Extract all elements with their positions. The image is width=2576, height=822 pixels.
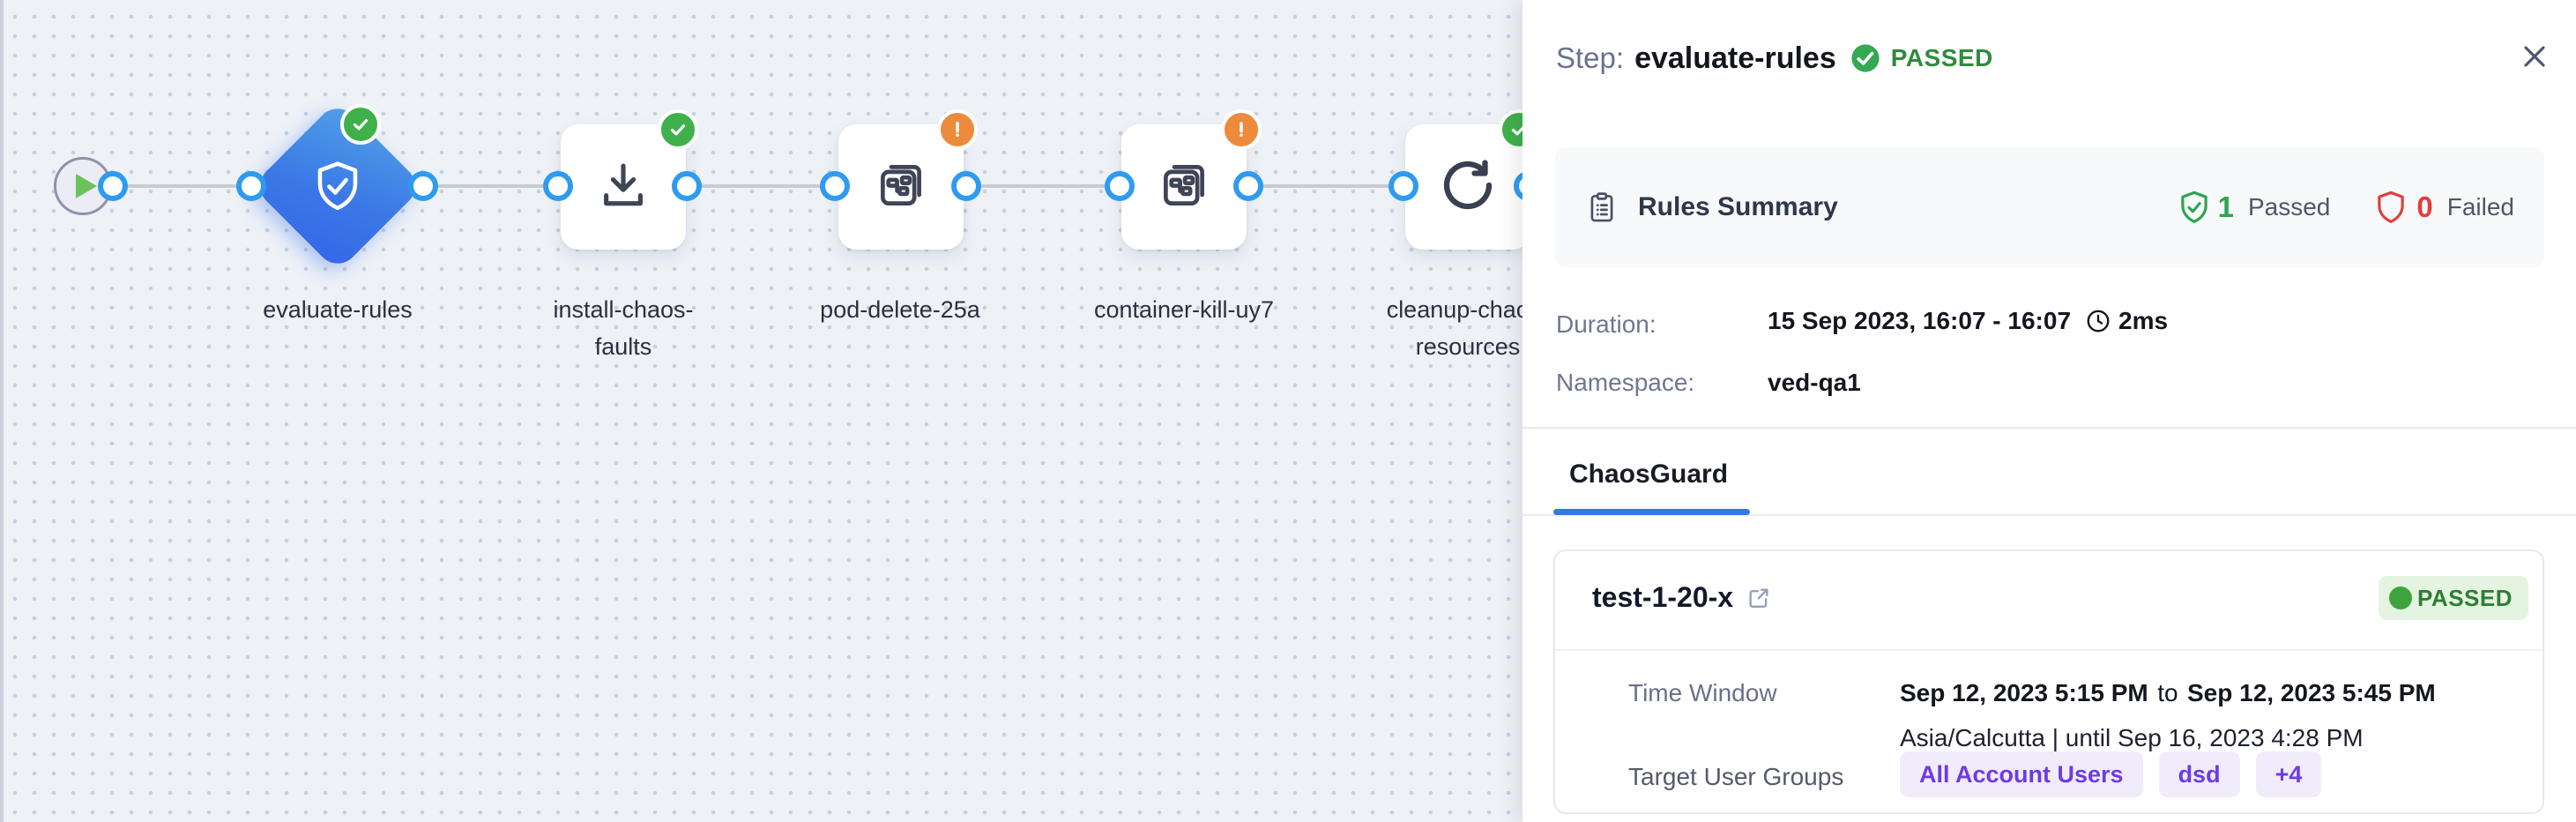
node-label: install-chaos-faults <box>553 296 694 360</box>
chaos-fault-icon <box>1155 156 1213 219</box>
tab-active-underline <box>1553 509 1750 515</box>
passed-count: 1 <box>2217 191 2234 223</box>
pipeline-canvas[interactable]: evaluate-rules install-chaos-faults <box>0 0 1549 822</box>
edge-evaluate-install <box>431 184 551 188</box>
edge-containerkill-cleanup <box>1256 184 1396 188</box>
time-window-label: Time Window <box>1628 679 1777 706</box>
clipboard-icon <box>1585 191 1619 224</box>
node-container-kill-uy7[interactable] <box>1121 124 1247 250</box>
node-evaluate-rules[interactable] <box>251 100 424 273</box>
duration-label: Duration: <box>1556 310 1657 338</box>
node-label: evaluate-rules <box>263 296 413 323</box>
namespace-value: ved-qa1 <box>1768 369 1861 396</box>
step-status-text: PASSED <box>1890 44 1993 71</box>
status-badge-warning-icon <box>937 109 978 150</box>
time-to: Sep 12, 2023 5:45 PM <box>2187 679 2436 706</box>
chaos-fault-icon <box>872 156 930 219</box>
time-from: Sep 12, 2023 5:15 PM <box>1900 679 2148 706</box>
guard-status-badge: PASSED <box>2379 576 2528 620</box>
duration-value-row: 15 Sep 2023, 16:07 - 16:07 2ms <box>1768 307 2168 335</box>
failed-label: Failed <box>2446 193 2514 220</box>
user-group-chip[interactable]: dsd <box>2158 751 2240 797</box>
rules-summary-section: Rules Summary 1 Passed 0 Fa <box>1555 147 2544 267</box>
port-install-in <box>543 171 573 201</box>
port-install-out <box>672 171 702 201</box>
rules-failed-group: 0 Failed <box>2372 189 2514 226</box>
port-evaluate-out <box>408 171 438 201</box>
play-icon <box>75 174 97 198</box>
green-dot-icon <box>2389 587 2412 609</box>
guard-status-text: PASSED <box>2417 584 2513 611</box>
edge-install-poddelete <box>695 184 827 188</box>
download-icon <box>596 158 651 217</box>
node-label: pod-delete-25a <box>820 296 980 323</box>
user-group-chip[interactable]: All Account Users <box>1900 751 2143 797</box>
target-user-groups-label: Target User Groups <box>1628 763 1844 790</box>
time-window-value: Sep 12, 2023 5:15 PM to Sep 12, 2023 5:4… <box>1900 679 2436 707</box>
refresh-icon <box>1436 153 1500 221</box>
failed-count: 0 <box>2416 191 2433 223</box>
duration-value: 15 Sep 2023, 16:07 - 16:07 <box>1768 307 2072 334</box>
external-link-icon[interactable] <box>1746 585 1772 611</box>
status-badge-warning-icon <box>1221 109 1262 150</box>
edge-poddelete-containerkill <box>974 184 1112 188</box>
tab-chaosguard[interactable]: ChaosGuard <box>1569 460 1729 489</box>
edge-start-evaluate <box>122 184 243 188</box>
divider <box>1523 427 2576 429</box>
rules-passed-group: 1 Passed <box>2176 189 2331 226</box>
status-badge-passed-icon <box>340 104 381 145</box>
port-poddelete-in <box>820 171 850 201</box>
chaosguard-card: test-1-20-x PASSED Time Window Sep 12, 2… <box>1553 549 2544 814</box>
port-containerkill-out <box>1233 171 1263 201</box>
port-poddelete-out <box>951 171 981 201</box>
port-evaluate-in <box>236 171 266 201</box>
step-prefix-label: Step: <box>1556 41 1625 74</box>
duration-ms: 2ms <box>2118 307 2169 334</box>
clock-icon <box>2085 308 2111 334</box>
card-header: test-1-20-x <box>1592 581 1772 614</box>
node-pod-delete-25a[interactable] <box>838 124 964 250</box>
step-details-panel: Step: evaluate-rules PASSED Rules Summar… <box>1523 0 2576 822</box>
rules-summary-title: Rules Summary <box>1638 192 1838 221</box>
node-label: container-kill-uy7 <box>1093 296 1275 323</box>
passed-check-icon <box>1850 43 1880 73</box>
canvas-left-edge <box>0 0 4 822</box>
timezone-line: Asia/Calcutta | until Sep 16, 2023 4:28 … <box>1900 724 2364 751</box>
port-containerkill-in <box>1105 171 1135 201</box>
divider <box>1555 649 2542 651</box>
panel-header: Step: evaluate-rules PASSED <box>1556 39 1993 78</box>
passed-label: Passed <box>2247 193 2331 220</box>
port-cleanup-in <box>1389 171 1418 201</box>
close-icon[interactable] <box>2517 39 2552 78</box>
namespace-label: Namespace: <box>1556 369 1695 396</box>
divider <box>1523 514 2576 516</box>
shield-check-icon <box>309 156 366 216</box>
status-badge-passed-icon <box>658 109 698 150</box>
step-title: evaluate-rules <box>1634 41 1836 75</box>
user-group-chip[interactable]: +4 <box>2255 751 2322 797</box>
shield-failed-icon <box>2372 189 2409 226</box>
target-user-groups-chips: All Account Users dsd +4 <box>1900 751 2337 797</box>
port-start-out <box>98 171 128 201</box>
guard-name: test-1-20-x <box>1592 581 1734 613</box>
node-label: cleanup-chaos-resources <box>1386 296 1550 360</box>
to-word: to <box>2157 679 2178 706</box>
shield-passed-icon <box>2176 189 2213 226</box>
